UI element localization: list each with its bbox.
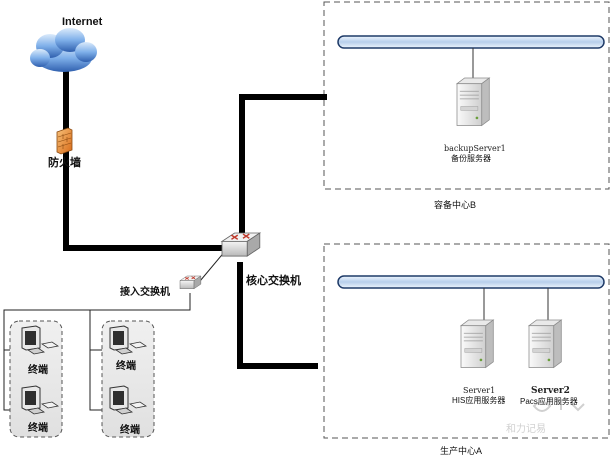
backup-center-label: 容备中心B xyxy=(434,199,476,210)
terminal-label: 终端 xyxy=(116,359,136,372)
core-switch-label: 核心交换机 xyxy=(246,273,301,287)
terminal-label: 终端 xyxy=(28,421,48,434)
watermark-text: 和力记易 xyxy=(506,422,546,435)
access-switch: 接入交换机 xyxy=(120,275,202,298)
terminal-group-right: 终端 终端 xyxy=(101,320,155,438)
firewall-icon xyxy=(56,127,73,155)
server2-name: Server2 xyxy=(531,386,570,396)
production-center-box xyxy=(323,243,610,439)
server2: Server2 Pacs应用服务器 xyxy=(520,319,578,406)
cloud-icon xyxy=(30,28,97,72)
watermark: 和力记易 xyxy=(506,399,585,435)
firewall: 防火墙 xyxy=(48,127,81,169)
server1-name: Server1 xyxy=(463,386,495,395)
backup-server-name: backupServer1 xyxy=(444,144,506,153)
core-switch: 核心交换机 xyxy=(221,232,301,287)
internet-label: Internet xyxy=(62,16,103,28)
switch-icon xyxy=(179,275,202,290)
backup-server-role: 备份服务器 xyxy=(451,153,491,163)
production-center-label: 生产中心A xyxy=(440,445,482,456)
server-icon xyxy=(460,319,494,368)
server1: Server1 HIS应用服务器 xyxy=(452,319,505,405)
terminal-label: 终端 xyxy=(28,363,48,376)
internet-cloud: Internet xyxy=(30,16,103,72)
access-switch-label: 接入交换机 xyxy=(120,285,170,298)
terminal-group-left: 终端 终端 xyxy=(9,320,63,438)
backup-center-bus xyxy=(337,35,605,49)
firewall-label: 防火墙 xyxy=(48,155,81,169)
backbone-cables xyxy=(63,70,327,369)
bus-drop-lines xyxy=(472,48,549,322)
production-center-bus xyxy=(337,275,605,289)
server-icon xyxy=(456,77,490,126)
backup-server: backupServer1 备份服务器 xyxy=(444,77,506,163)
switch-icon xyxy=(221,232,261,257)
terminal-label: 终端 xyxy=(120,423,140,436)
server-icon xyxy=(528,319,562,368)
server2-role: Pacs应用服务器 xyxy=(520,396,578,406)
server1-role: HIS应用服务器 xyxy=(452,395,505,405)
